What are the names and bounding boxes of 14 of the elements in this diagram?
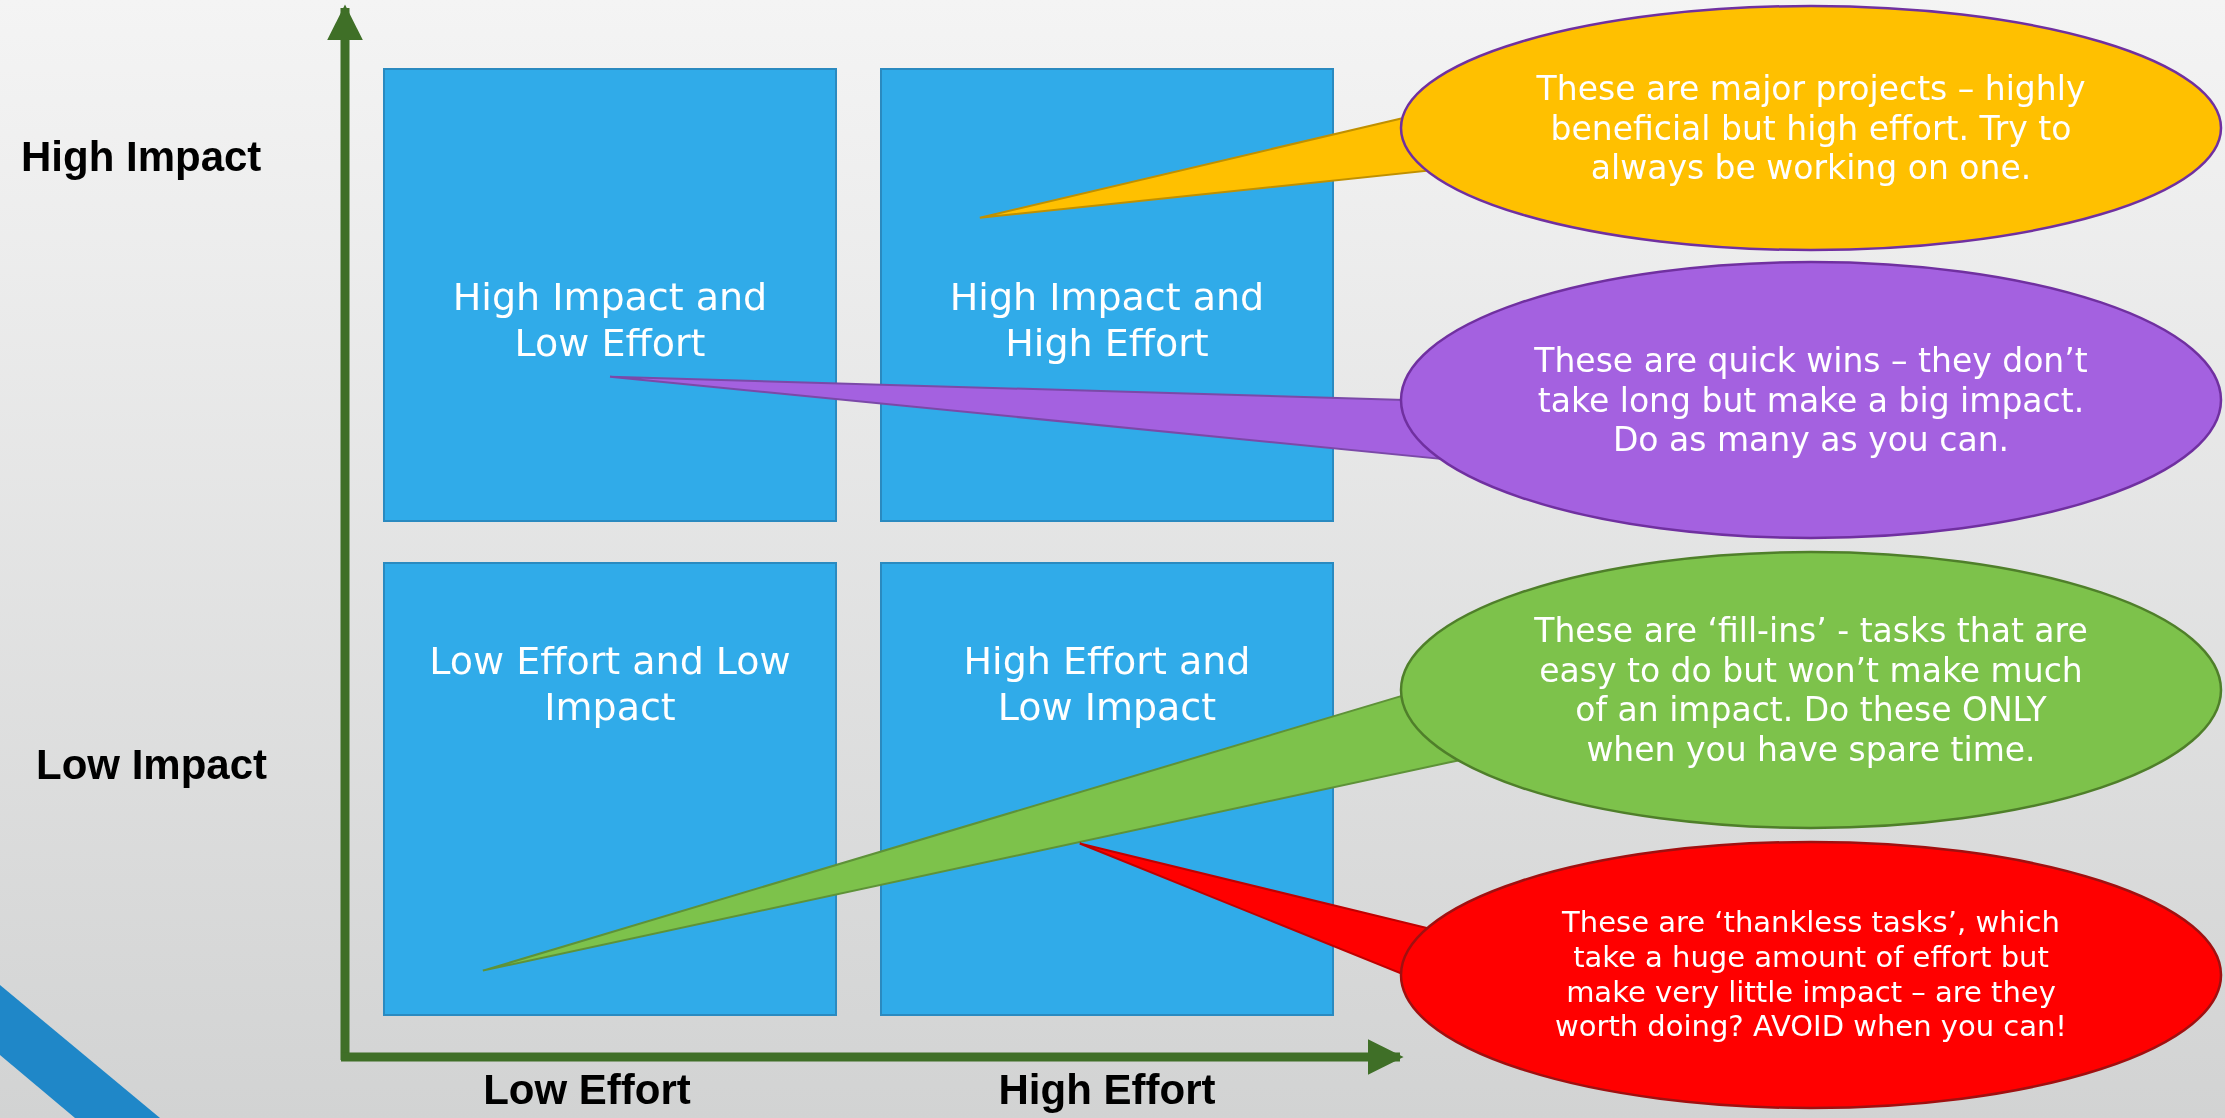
- quadrant-text: Low Effort and Low Impact: [428, 639, 792, 731]
- axis-label: High Effort: [998, 1066, 1216, 1114]
- axis-label: Low Impact: [36, 741, 268, 789]
- quadrant-text: High Impact and Low Effort: [451, 275, 769, 367]
- quadrant-text: High Effort and Low Impact: [962, 639, 1252, 731]
- callout-text: These are quick wins – they don’t take long but make a big impact. Do as many as you can.: [1533, 340, 2089, 460]
- quadrant-text: High Impact and High Effort: [948, 275, 1266, 367]
- quadrant-box: [383, 68, 837, 522]
- quadrant-box: [383, 562, 837, 1016]
- axis-label: Low Effort: [483, 1066, 691, 1114]
- callout-text: These are ‘thankless tasks’, which take a huge amount of effort but make very little impact – are they worth doing? AVOID when you can!: [1554, 905, 2068, 1045]
- callout-text: These are major projects – highly beneficial but high effort. Try to always be working on one.: [1535, 68, 2087, 188]
- callout-text: These are ‘fill-ins’ - tasks that are easy to do but won’t make much of an impact. Do these ONLY when you have spare time.: [1533, 610, 2089, 770]
- axis-label: High Impact: [21, 133, 262, 181]
